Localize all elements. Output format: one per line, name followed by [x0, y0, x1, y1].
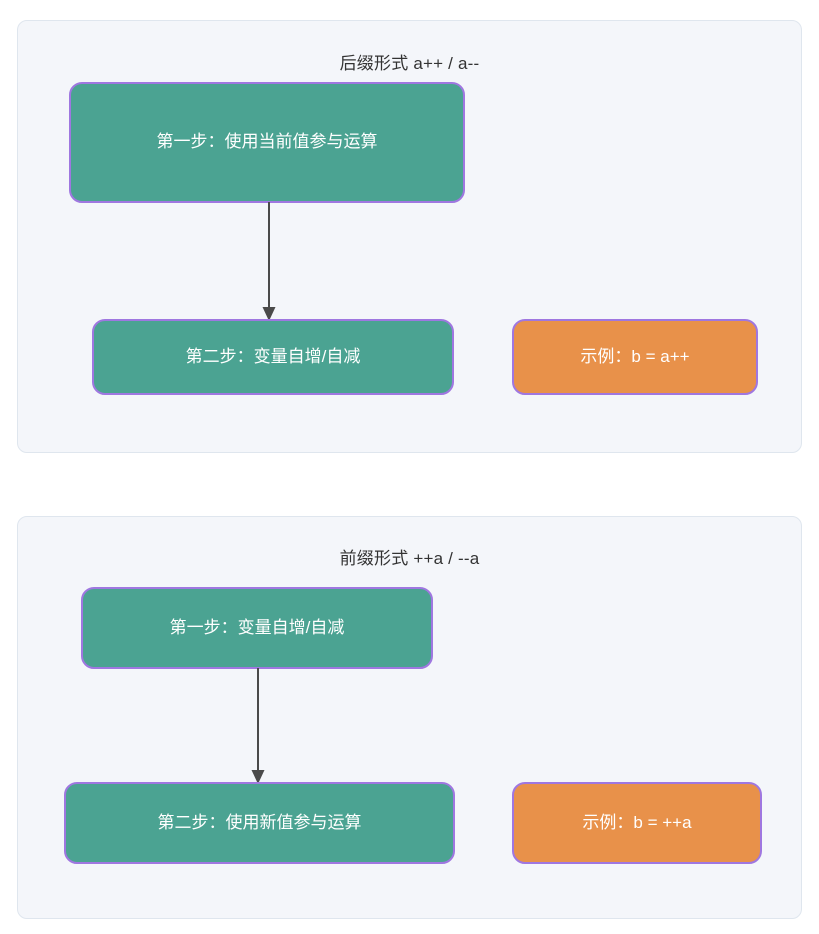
node-prefix-example[interactable]: 示例：b = ++a [512, 782, 762, 864]
arrow-postfix-step1-to-step2 [262, 202, 276, 321]
node-prefix-step2[interactable]: 第二步：使用新值参与运算 [64, 782, 455, 864]
node-postfix-step1[interactable]: 第一步：使用当前值参与运算 [69, 82, 465, 203]
arrow-prefix-step1-to-step2 [251, 668, 265, 784]
panel-prefix-title: 前缀形式 ++a / --a [339, 549, 480, 568]
node-postfix-example[interactable]: 示例：b = a++ [512, 319, 758, 395]
node-postfix-step2[interactable]: 第二步：变量自增/自减 [92, 319, 454, 395]
panel-postfix-title: 后缀形式 a++ / a-- [339, 54, 480, 73]
node-prefix-step1[interactable]: 第一步：变量自增/自减 [81, 587, 433, 669]
panel-postfix: 后缀形式 a++ / a-- 第一步：使用当前值参与运算 第二步：变量自增/自减… [17, 20, 802, 453]
panel-prefix: 前缀形式 ++a / --a 第一步：变量自增/自减 第二步：使用新值参与运算 … [17, 516, 802, 919]
